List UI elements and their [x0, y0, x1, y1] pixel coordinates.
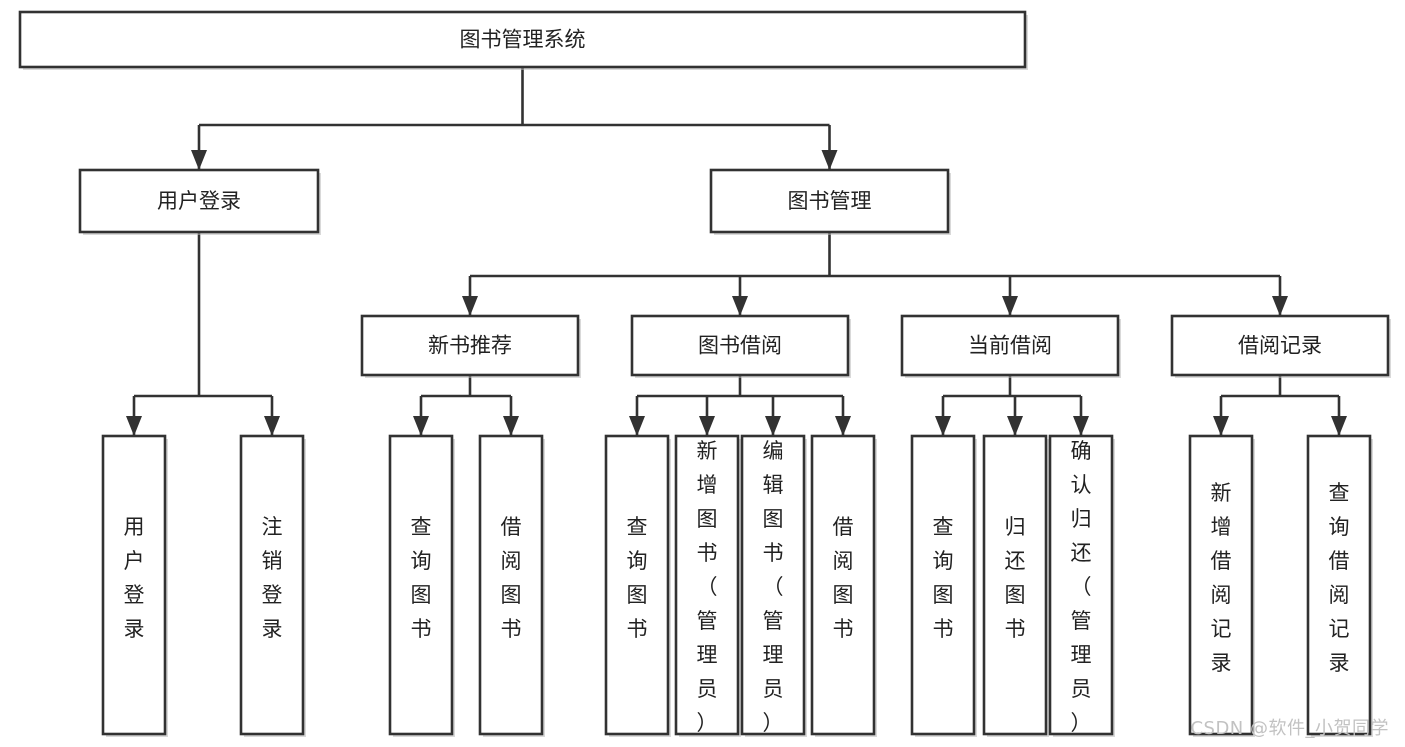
- node-rect[interactable]: [674, 434, 740, 736]
- node-leaf-add-record[interactable]: 新增借阅记录: [1188, 434, 1255, 737]
- node-rect[interactable]: [604, 434, 670, 736]
- node-label: 图书管理: [788, 189, 872, 213]
- node-leaf-return-book[interactable]: 归还图书: [982, 434, 1049, 737]
- node-leaf-query-record[interactable]: 查询借阅记录: [1306, 434, 1373, 737]
- node-rect[interactable]: [360, 314, 580, 377]
- node-leaf-query-book-3[interactable]: 查询图书: [910, 434, 977, 737]
- node-rect[interactable]: [810, 434, 876, 736]
- node-leaf-confirm-return[interactable]: 确认归还（管理员）: [1048, 434, 1115, 737]
- node-label: 归还图书: [1005, 515, 1026, 641]
- node-leaf-edit-book[interactable]: 编辑图书（管理员）: [740, 434, 807, 737]
- node-leaf-user-logout[interactable]: 注销登录: [239, 434, 306, 737]
- node-rect[interactable]: [478, 434, 544, 736]
- node-label: 用户登录: [124, 515, 145, 641]
- node-rect[interactable]: [709, 168, 950, 234]
- node-rect[interactable]: [101, 434, 167, 736]
- node-label: 图书借阅: [698, 334, 782, 358]
- node-label: 借阅记录: [1238, 334, 1322, 358]
- node-layer: 图书管理系统用户登录图书管理新书推荐图书借阅当前借阅借阅记录用户登录注销登录查询…: [18, 10, 1391, 737]
- node-label: 用户登录: [157, 189, 241, 213]
- node-label: 注销登录: [262, 515, 283, 641]
- node-rect[interactable]: [239, 434, 305, 736]
- node-label: 借阅图书: [501, 515, 522, 641]
- node-rect[interactable]: [1048, 434, 1114, 736]
- node-leaf-query-book-1[interactable]: 查询图书: [388, 434, 455, 737]
- node-rect[interactable]: [1188, 434, 1254, 736]
- node-label: 借阅图书: [833, 515, 854, 641]
- node-label: 新增借阅记录: [1211, 481, 1232, 675]
- node-rect[interactable]: [910, 434, 976, 736]
- node-current-borrow[interactable]: 当前借阅: [900, 314, 1121, 378]
- node-book-borrow[interactable]: 图书借阅: [630, 314, 851, 378]
- node-leaf-add-book[interactable]: 新增图书（管理员）: [674, 434, 741, 737]
- node-rect[interactable]: [900, 314, 1120, 377]
- node-rect[interactable]: [1306, 434, 1372, 736]
- node-leaf-query-book-2[interactable]: 查询图书: [604, 434, 671, 737]
- node-label: 图书管理系统: [460, 28, 586, 52]
- node-label: 当前借阅: [968, 334, 1052, 358]
- node-rect[interactable]: [388, 434, 454, 736]
- node-rect[interactable]: [740, 434, 806, 736]
- node-rect[interactable]: [982, 434, 1048, 736]
- node-label: 编辑图书（管理员）: [763, 439, 784, 735]
- node-label: 新书推荐: [428, 334, 512, 358]
- node-new-book-rec[interactable]: 新书推荐: [360, 314, 581, 378]
- node-label: 查询图书: [933, 515, 954, 641]
- node-rect[interactable]: [78, 168, 320, 234]
- node-user-login[interactable]: 用户登录: [78, 168, 321, 235]
- node-root[interactable]: 图书管理系统: [18, 10, 1028, 70]
- node-rect[interactable]: [18, 10, 1027, 69]
- watermark-text: CSDN @软件_小贺同学: [1190, 718, 1389, 739]
- node-label: 查询图书: [411, 515, 432, 641]
- node-borrow-record[interactable]: 借阅记录: [1170, 314, 1391, 378]
- node-rect[interactable]: [630, 314, 850, 377]
- node-label: 新增图书（管理员）: [697, 439, 718, 735]
- node-leaf-user-login[interactable]: 用户登录: [101, 434, 168, 737]
- node-leaf-borrow-book-2[interactable]: 借阅图书: [810, 434, 877, 737]
- node-leaf-borrow-book-1[interactable]: 借阅图书: [478, 434, 545, 737]
- node-label: 确认归还（管理员）: [1071, 439, 1092, 735]
- node-label: 查询图书: [627, 515, 648, 641]
- node-rect[interactable]: [1170, 314, 1390, 377]
- node-book-manage[interactable]: 图书管理: [709, 168, 951, 235]
- node-label: 查询借阅记录: [1329, 481, 1350, 675]
- connector-layer: [126, 67, 1347, 436]
